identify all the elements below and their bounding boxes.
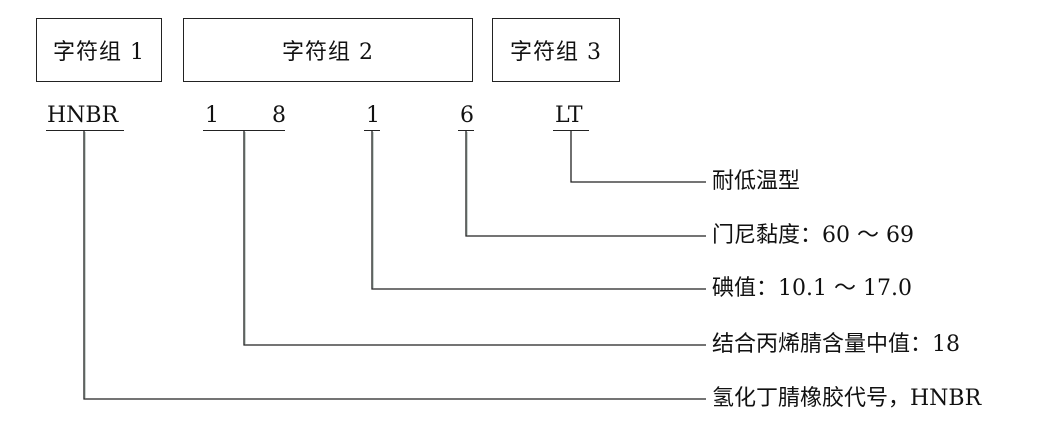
leader-line-18 <box>243 131 706 346</box>
underline-lt <box>553 130 589 131</box>
group-label-3: 字符组 3 <box>510 40 602 65</box>
desc-hnbr-code: 氢化丁腈橡胶代号，HNBR <box>712 386 982 411</box>
desc-iodine: 碘值：10.1 ～ 17.0 <box>712 276 912 301</box>
code-digit-6: 6 <box>460 103 474 128</box>
group-box-2: 字符组 2 <box>183 18 473 82</box>
group-label-2: 字符组 2 <box>282 40 374 65</box>
underline-6 <box>458 130 474 131</box>
leader-line-1 <box>371 131 706 290</box>
leader-line-hnbr <box>83 131 706 400</box>
leader-line-lt <box>570 131 706 183</box>
group-box-3: 字符组 3 <box>492 18 620 82</box>
code-digit-8: 8 <box>272 103 286 128</box>
group-box-1: 字符组 1 <box>36 18 162 82</box>
underline-18 <box>203 130 285 131</box>
code-lt: LT <box>555 103 583 128</box>
desc-acn: 结合丙烯腈含量中值：18 <box>712 332 960 357</box>
leader-line-6 <box>465 131 706 237</box>
code-digit-1: 1 <box>205 103 219 128</box>
code-digit-1-second: 1 <box>366 103 380 128</box>
desc-low-temp: 耐低温型 <box>712 169 801 194</box>
underline-hnbr <box>46 130 124 131</box>
desc-mooney: 门尼黏度：60 ～ 69 <box>712 223 914 248</box>
code-hnbr: HNBR <box>47 103 119 128</box>
underline-1 <box>364 130 380 131</box>
group-label-1: 字符组 1 <box>53 40 145 65</box>
